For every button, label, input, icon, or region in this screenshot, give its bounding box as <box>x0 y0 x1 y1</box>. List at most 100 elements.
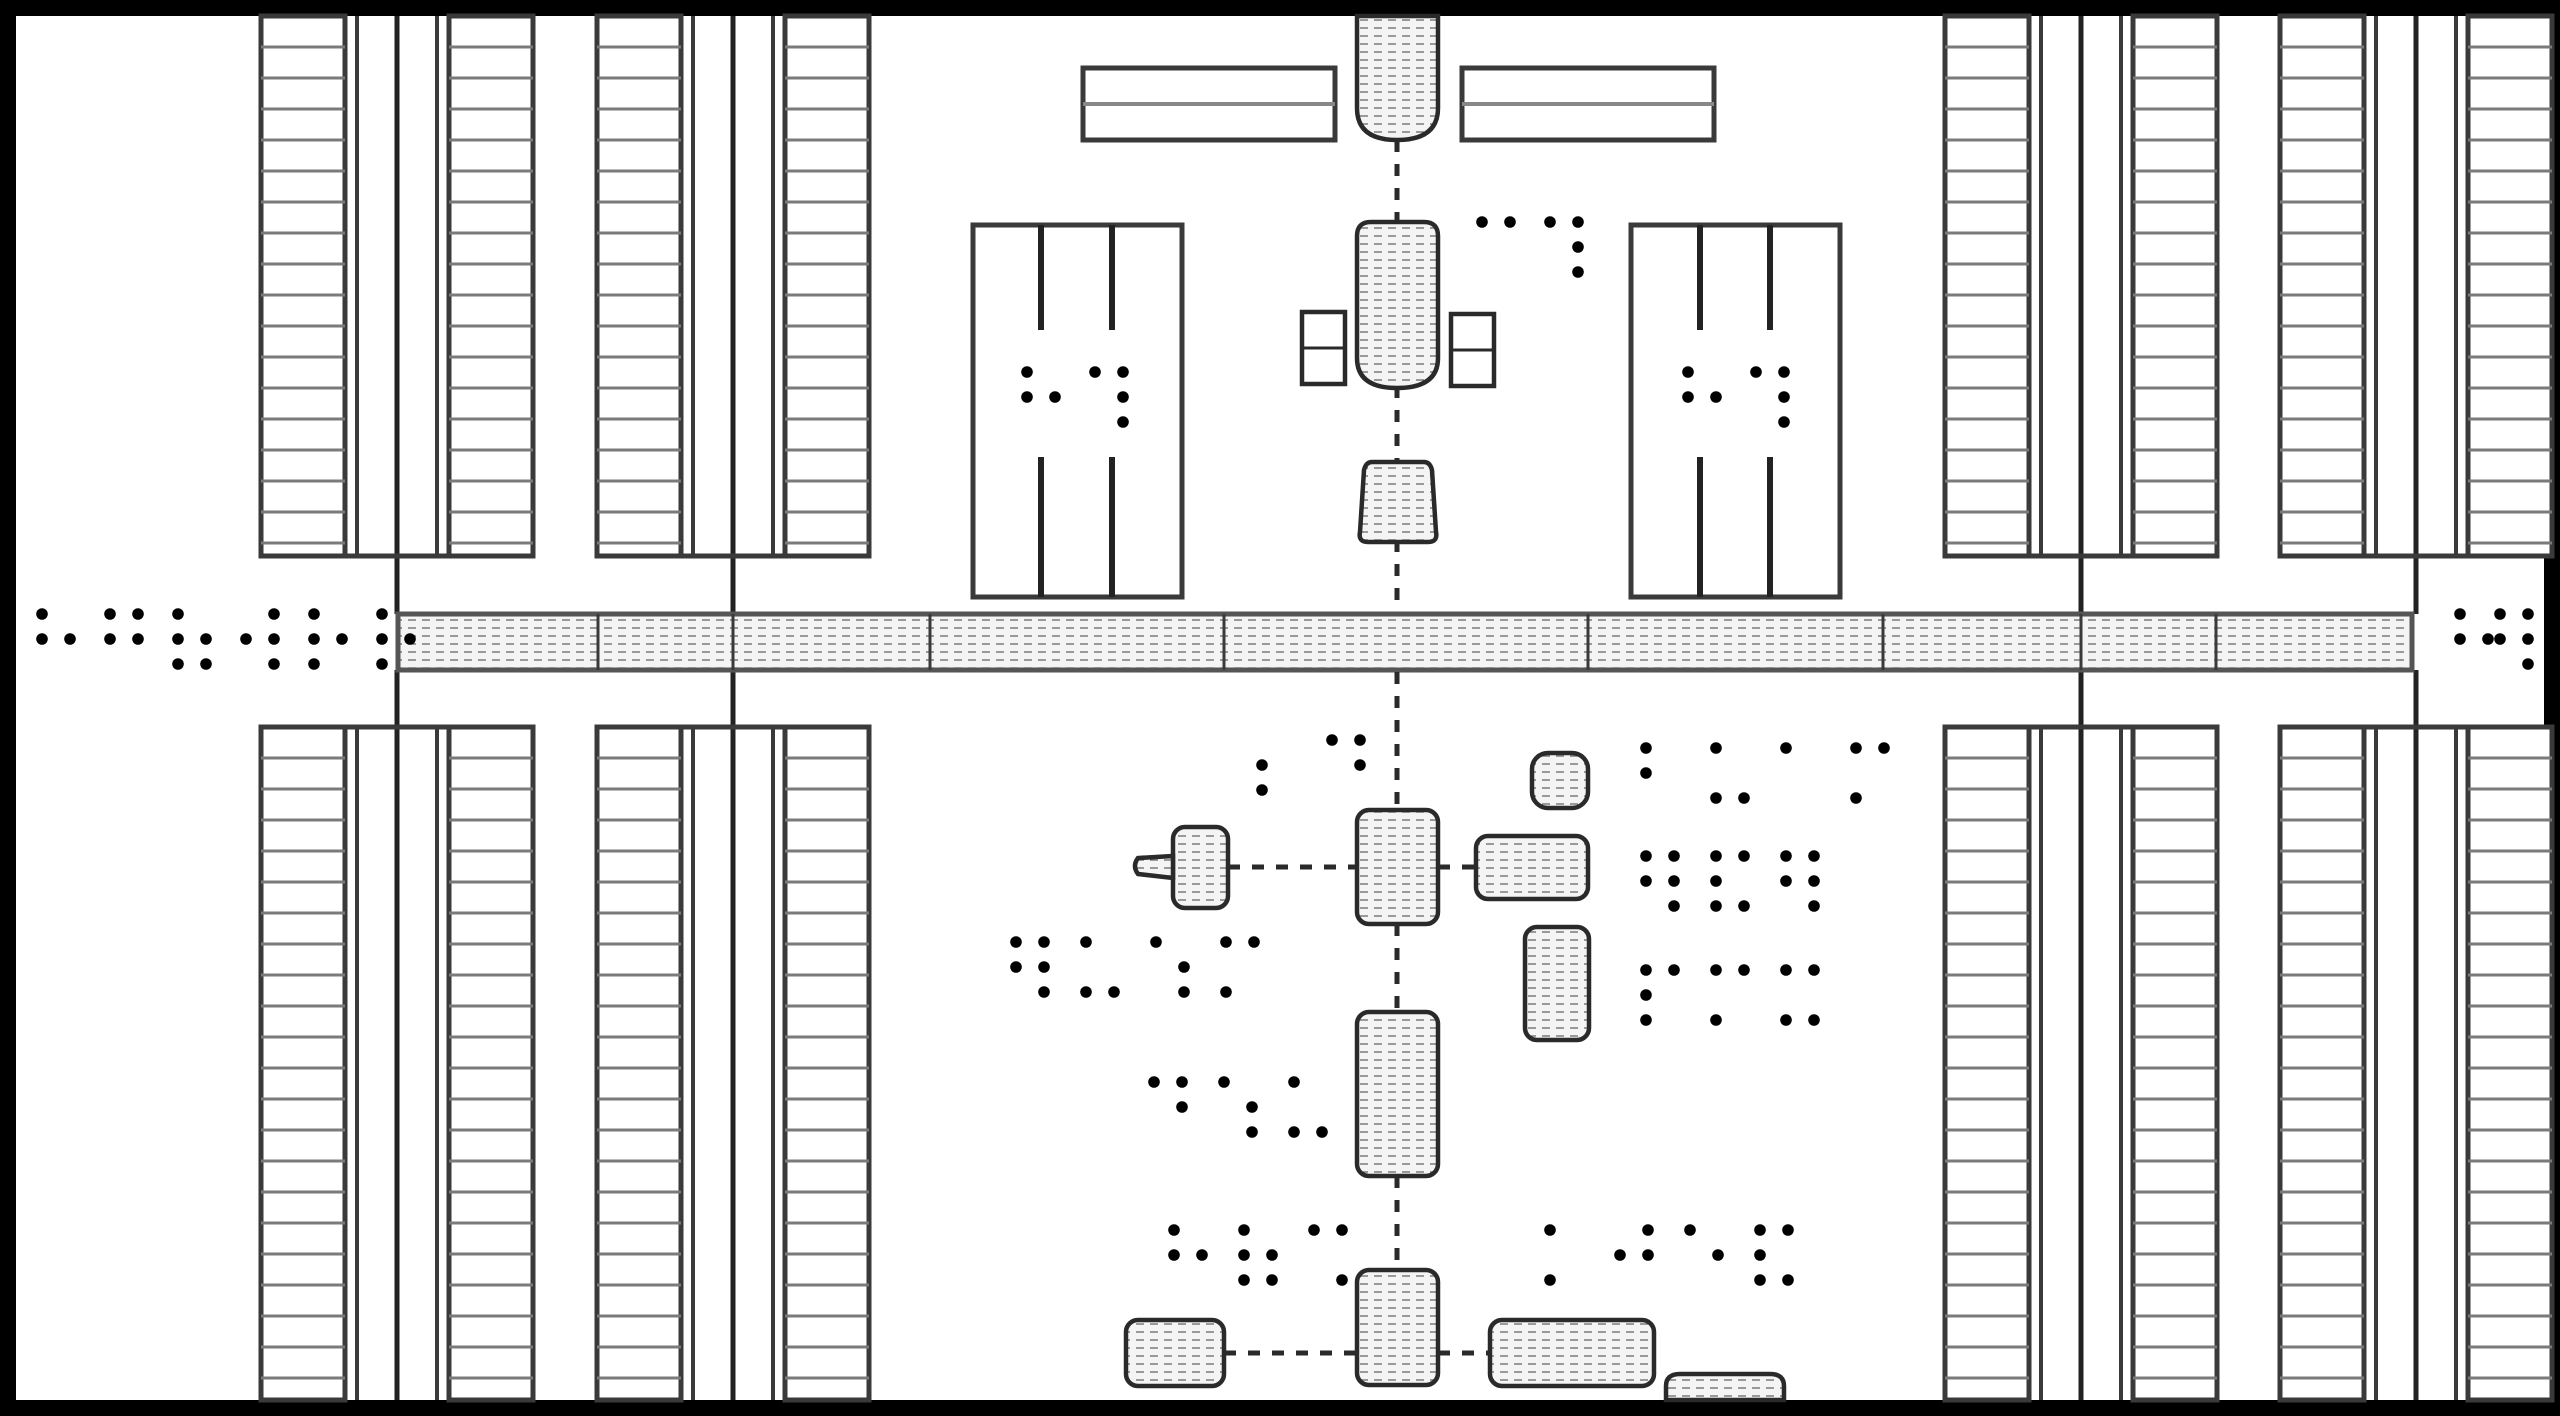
braille-dot <box>1238 1249 1250 1261</box>
label-right-truss <box>2454 608 2534 670</box>
braille-dot <box>1336 1274 1348 1286</box>
braille-dot <box>1782 1224 1794 1236</box>
braille-dot <box>1710 1014 1722 1026</box>
braille-dot <box>1544 216 1556 228</box>
braille-dot <box>1668 875 1680 887</box>
braille-dot <box>1266 1274 1278 1286</box>
braille-dot <box>1754 1249 1766 1261</box>
braille-dot <box>172 608 184 620</box>
module-bottom-edge <box>1663 1371 1787 1403</box>
braille-dot <box>1782 1274 1794 1286</box>
label-node-left <box>1256 734 1366 796</box>
braille-dot <box>1288 1126 1300 1138</box>
braille-dot <box>1754 1274 1766 1286</box>
braille-dot <box>1850 792 1862 804</box>
module-left-hub <box>1170 824 1231 911</box>
braille-dot <box>1336 1224 1348 1236</box>
braille-dot <box>1246 1126 1258 1138</box>
braille-dot <box>1808 964 1820 976</box>
braille-dot <box>1738 792 1750 804</box>
radiator-panels <box>1080 65 1717 143</box>
module-top-pma <box>1354 13 1441 143</box>
label-left-mid <box>1010 936 1260 998</box>
module-node-center <box>1354 807 1441 927</box>
braille-dot <box>1178 961 1190 973</box>
braille-dot <box>1750 366 1762 378</box>
braille-dot <box>1640 875 1652 887</box>
braille-dot <box>1476 216 1488 228</box>
braille-dot <box>1640 964 1652 976</box>
braille-dot <box>200 658 212 670</box>
solar-arrays <box>258 13 2555 1403</box>
braille-dot <box>376 608 388 620</box>
braille-dot <box>1080 986 1092 998</box>
braille-dot <box>1176 1101 1188 1113</box>
braille-dot <box>1038 986 1050 998</box>
braille-dot <box>1256 784 1268 796</box>
braille-dot <box>2494 633 2506 645</box>
braille-dot <box>336 633 348 645</box>
station-modules <box>1123 13 1787 1403</box>
braille-dot <box>1168 1224 1180 1236</box>
braille-dot <box>1089 366 1101 378</box>
braille-dot <box>2454 608 2466 620</box>
braille-dot <box>1196 1249 1208 1261</box>
braille-dot <box>1710 900 1722 912</box>
braille-dot <box>1544 1274 1556 1286</box>
braille-dot <box>376 633 388 645</box>
braille-dot <box>1640 989 1652 1001</box>
label-left-array <box>1021 366 1129 428</box>
braille-dot <box>132 608 144 620</box>
label-bottom-right <box>1544 1224 1794 1286</box>
braille-dot <box>1150 936 1162 948</box>
braille-dot <box>268 658 280 670</box>
braille-dot <box>1668 900 1680 912</box>
braille-dot <box>1808 900 1820 912</box>
braille-dot <box>1780 742 1792 754</box>
braille-dot <box>308 633 320 645</box>
upper-panel-blocks <box>970 222 1843 600</box>
braille-dot <box>1682 366 1694 378</box>
braille-dot <box>64 633 76 645</box>
braille-dot <box>1248 936 1260 948</box>
braille-dot <box>1544 1224 1556 1236</box>
braille-labels <box>36 216 2534 1286</box>
module-connections <box>1224 140 1490 1356</box>
braille-dot <box>1572 241 1584 253</box>
braille-dot <box>1049 391 1061 403</box>
module-right-lab <box>1473 833 1591 902</box>
braille-dot <box>1640 767 1652 779</box>
module-right-lower <box>1522 924 1592 1043</box>
braille-dot <box>172 658 184 670</box>
braille-dot <box>132 633 144 645</box>
braille-dot <box>1684 1224 1696 1236</box>
braille-dot <box>1780 850 1792 862</box>
braille-dot <box>240 633 252 645</box>
braille-dot <box>1710 792 1722 804</box>
braille-dot <box>376 658 388 670</box>
braille-dot <box>308 608 320 620</box>
braille-dot <box>2482 633 2494 645</box>
label-bottom-left <box>1168 1224 1348 1286</box>
braille-dot <box>1266 1249 1278 1261</box>
module-right-cupola <box>1529 750 1591 811</box>
braille-dot <box>1710 391 1722 403</box>
braille-dot <box>2522 608 2534 620</box>
braille-dot <box>36 633 48 645</box>
braille-dot <box>1038 961 1050 973</box>
braille-dot <box>1148 1076 1160 1088</box>
braille-dot <box>1117 391 1129 403</box>
braille-dot <box>1754 1224 1766 1236</box>
braille-dot <box>268 608 280 620</box>
braille-dot <box>1288 1076 1300 1088</box>
braille-dot <box>1780 1014 1792 1026</box>
braille-dot <box>1738 850 1750 862</box>
braille-dot <box>172 633 184 645</box>
braille-dot <box>1238 1224 1250 1236</box>
braille-dot <box>1010 961 1022 973</box>
module-left-arm <box>1132 853 1176 881</box>
label-right-top <box>1640 742 1890 804</box>
braille-dot <box>1354 759 1366 771</box>
